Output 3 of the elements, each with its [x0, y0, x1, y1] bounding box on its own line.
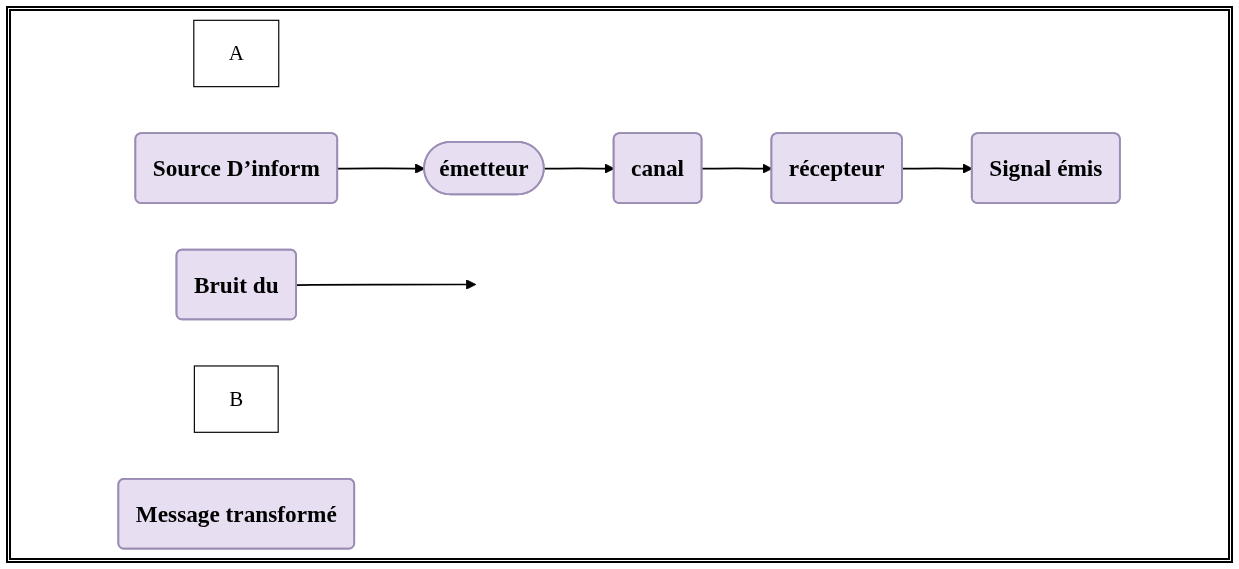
node-box: B: [194, 365, 280, 433]
arrow: [296, 279, 477, 290]
node-box: A: [193, 19, 280, 88]
